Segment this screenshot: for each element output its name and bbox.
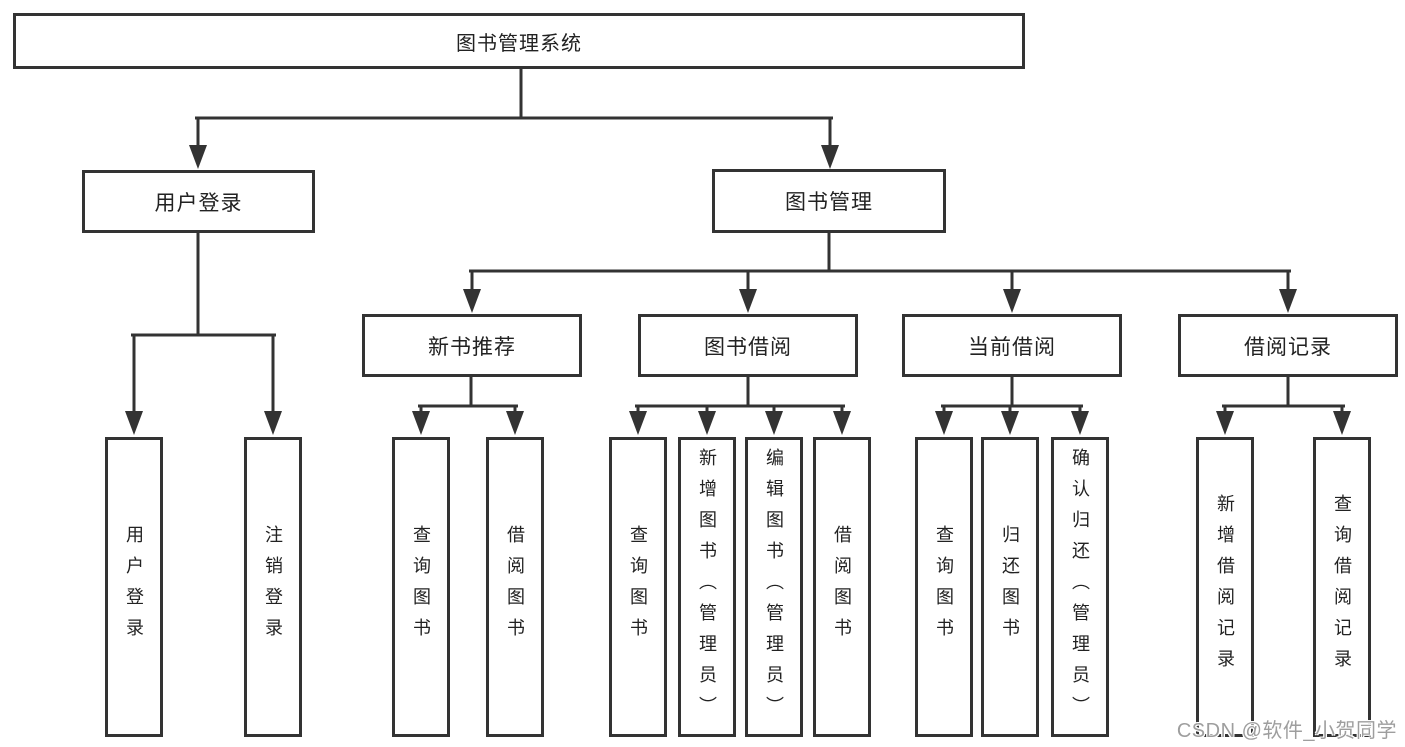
node-book-borrow-label: 图书借阅 (704, 335, 792, 359)
leaf-return-books-label: 归还图书 (1000, 525, 1020, 649)
node-user-login-label: 用户登录 (154, 191, 243, 215)
node-book-management: 图书管理 (712, 169, 946, 233)
leaf-logout: 注销登录 (244, 437, 302, 737)
node-book-management-label: 图书管理 (785, 191, 873, 214)
watermark: CSDN @软件_小贺同学 (1176, 720, 1397, 742)
leaf-user-login-label: 用户登录 (124, 525, 144, 649)
arrowheads (125, 145, 1351, 435)
node-user-login: 用户登录 (82, 170, 315, 233)
node-current-borrow: 当前借阅 (902, 314, 1122, 377)
node-borrow-records: 借阅记录 (1178, 314, 1398, 377)
leaf-query-books-current: 查询图书 (915, 437, 973, 737)
leaf-return-books: 归还图书 (981, 437, 1039, 737)
leaf-user-login: 用户登录 (105, 437, 163, 737)
node-borrow-records-label: 借阅记录 (1244, 335, 1332, 359)
leaf-edit-books-admin-label: 编辑图书（管理员） (764, 447, 784, 727)
leaf-query-books-current-label: 查询图书 (934, 525, 954, 649)
node-new-book-recommend: 新书推荐 (362, 314, 582, 377)
leaf-query-borrow-record-label: 查询借阅记录 (1332, 494, 1352, 680)
leaf-confirm-return-admin: 确认归还（管理员） (1051, 437, 1109, 737)
leaf-query-books-recommend-label: 查询图书 (411, 525, 431, 649)
leaf-add-books-admin: 新增图书（管理员） (678, 437, 736, 737)
node-current-borrow-label: 当前借阅 (968, 335, 1056, 359)
node-root-label: 图书管理系统 (456, 32, 582, 55)
leaf-add-books-admin-label: 新增图书（管理员） (697, 447, 717, 727)
leaf-borrow-books-recommend: 借阅图书 (486, 437, 544, 737)
leaf-add-borrow-record-label: 新增借阅记录 (1215, 494, 1235, 680)
node-new-book-recommend-label: 新书推荐 (428, 335, 516, 359)
leaf-query-books-borrow-label: 查询图书 (628, 525, 648, 649)
leaf-borrow-books: 借阅图书 (813, 437, 871, 737)
leaf-borrow-books-label: 借阅图书 (832, 525, 852, 649)
node-book-borrow: 图书借阅 (638, 314, 858, 377)
leaf-confirm-return-admin-label: 确认归还（管理员） (1070, 447, 1090, 727)
leaf-borrow-books-recommend-label: 借阅图书 (505, 525, 525, 649)
leaf-edit-books-admin: 编辑图书（管理员） (745, 437, 803, 737)
leaf-query-books-recommend: 查询图书 (392, 437, 450, 737)
leaf-logout-label: 注销登录 (263, 525, 283, 649)
leaf-add-borrow-record: 新增借阅记录 (1196, 437, 1254, 737)
leaf-query-books-borrow: 查询图书 (609, 437, 667, 737)
leaf-query-borrow-record: 查询借阅记录 (1313, 437, 1371, 737)
node-root: 图书管理系统 (13, 13, 1025, 69)
